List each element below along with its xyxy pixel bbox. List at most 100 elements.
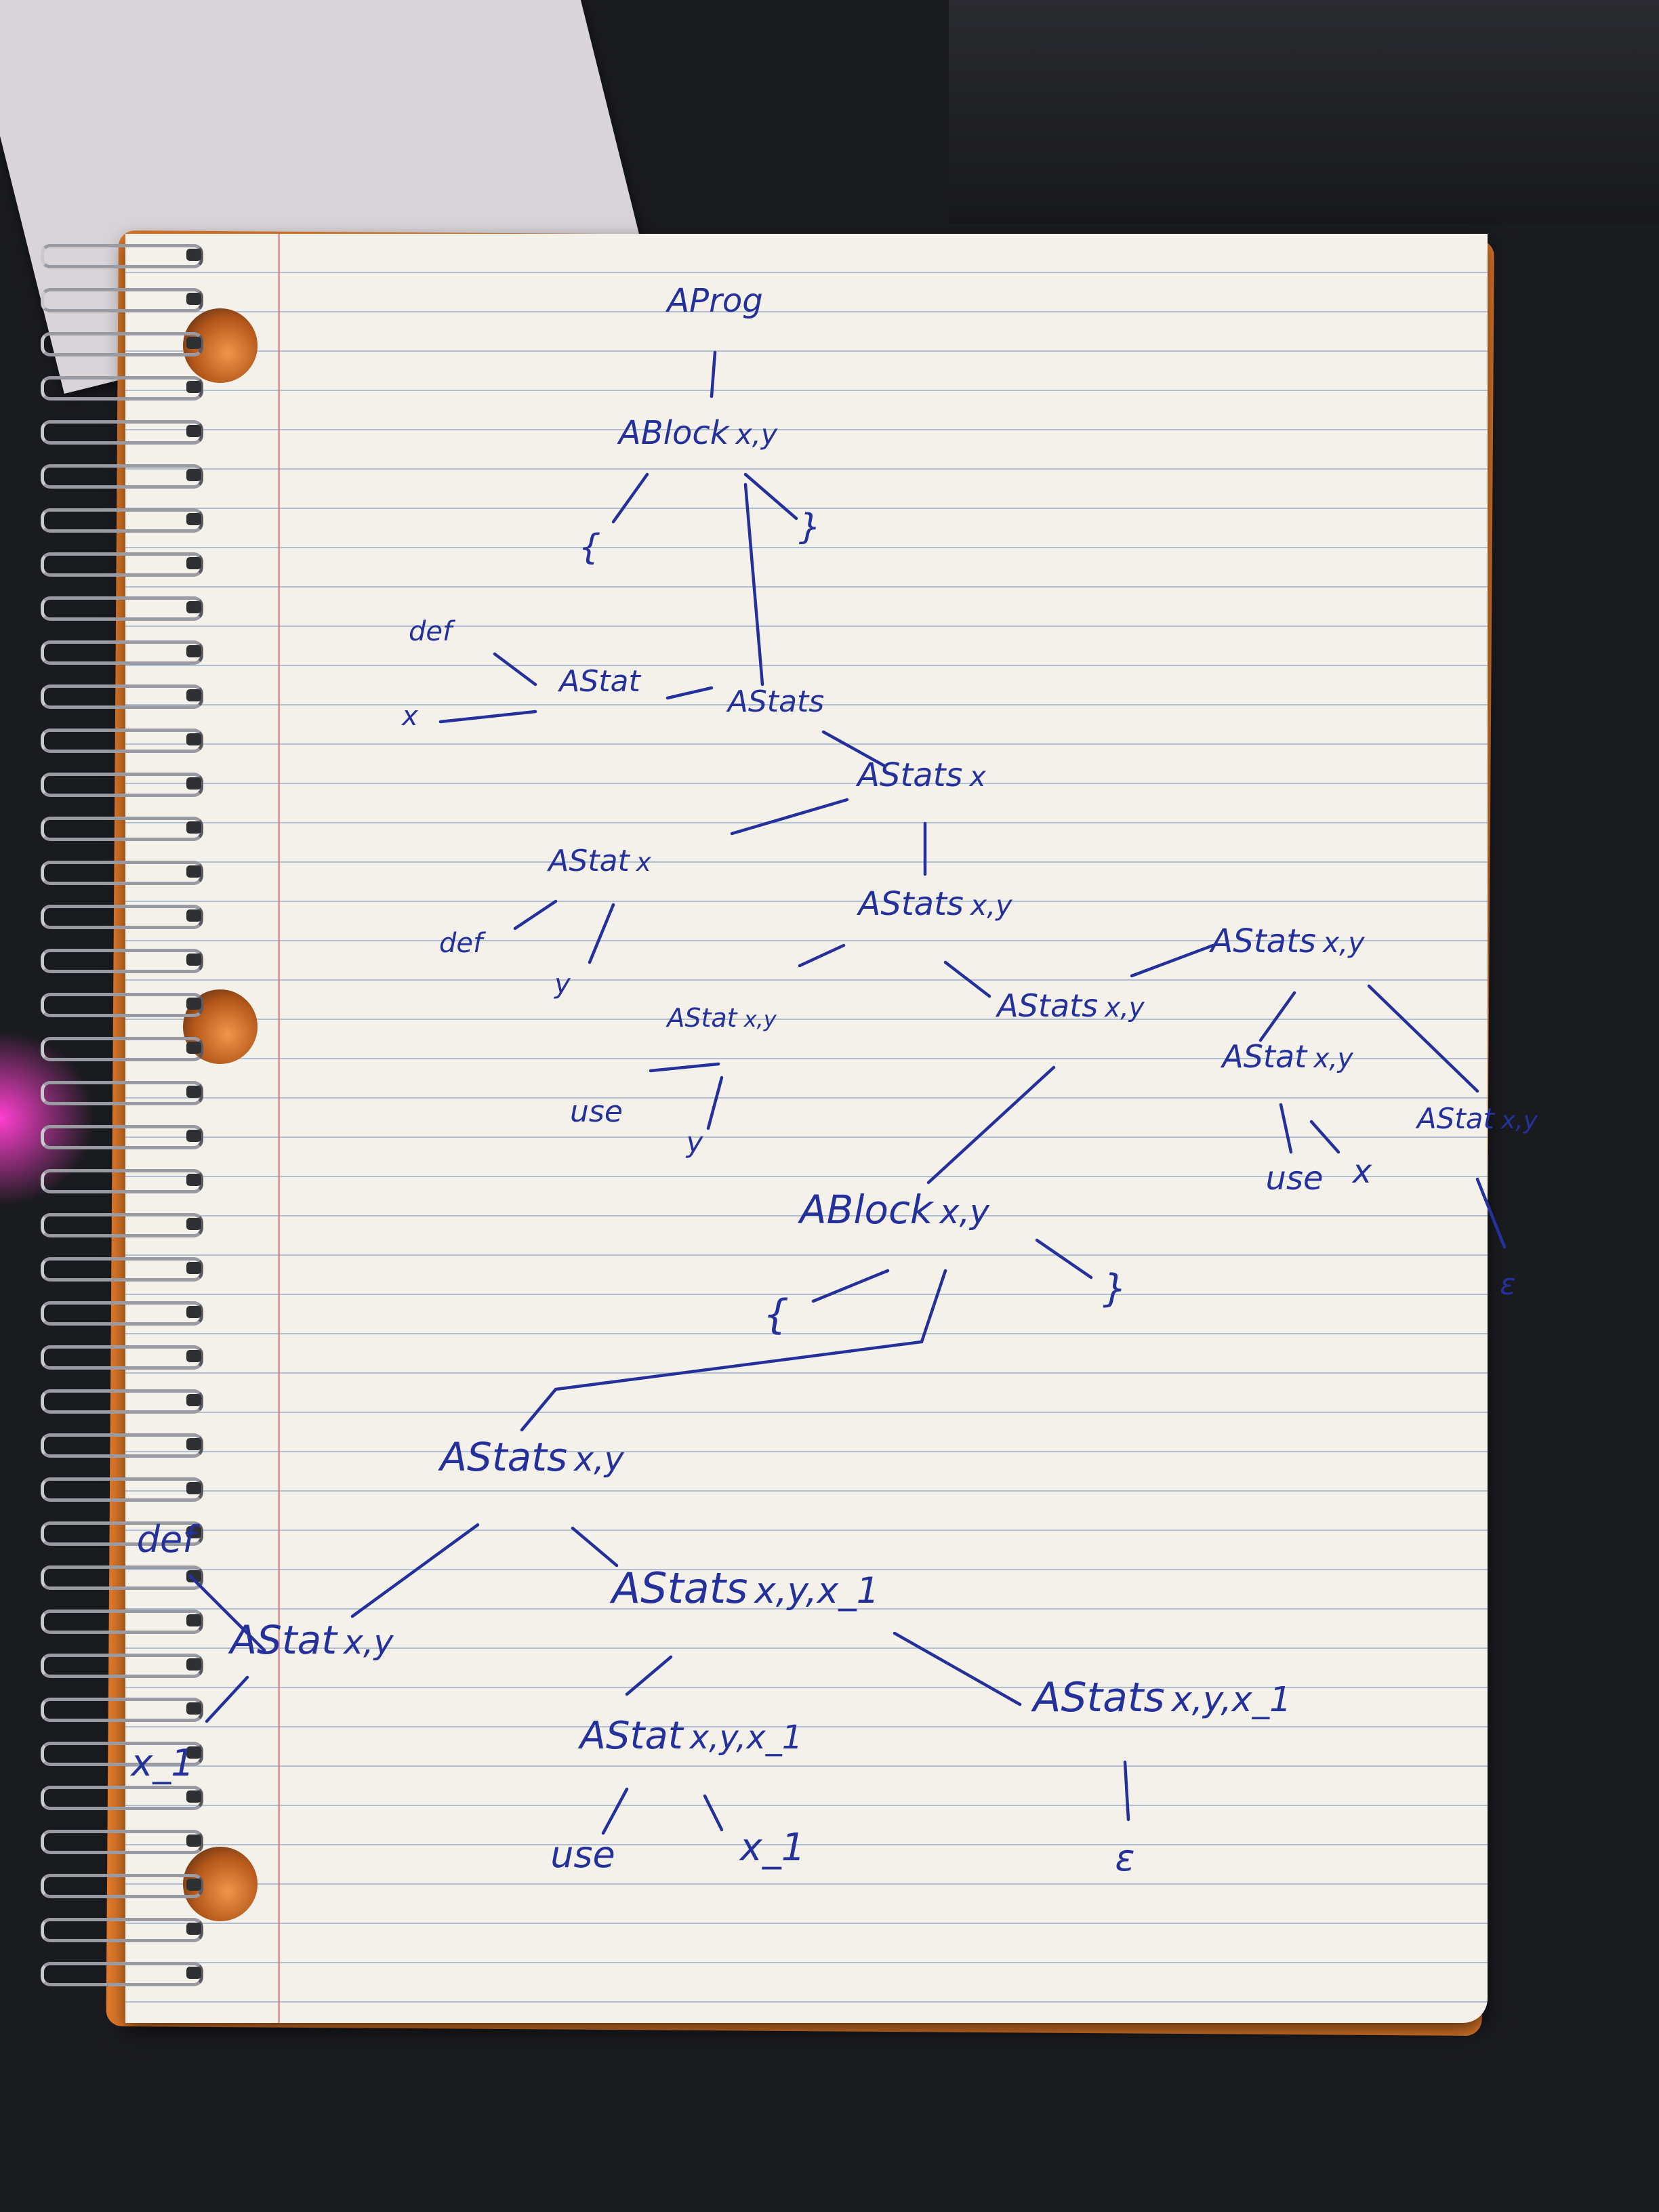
tree-node-label: y (554, 968, 571, 1000)
tree-node: { (578, 527, 600, 568)
tree-node-label: def (439, 928, 487, 959)
spiral-coil (41, 1962, 203, 1986)
tree-edge (513, 899, 558, 930)
coil-pin (186, 865, 201, 878)
tree-edge (493, 652, 537, 687)
tree-node-label: AStats (726, 684, 824, 719)
coil-pin (186, 293, 201, 305)
tree-node-scope: x,y (743, 1006, 777, 1032)
coil-pin (186, 998, 201, 1010)
tree-node: def (137, 1518, 201, 1561)
tree-edge (1035, 1238, 1093, 1279)
tree-node-label: AStats (1209, 922, 1316, 960)
coil-pin (186, 1262, 201, 1274)
tree-edge (710, 350, 717, 398)
spiral-coil (41, 817, 203, 841)
tree-node: use (550, 1833, 615, 1876)
spiral-coil (41, 1081, 203, 1105)
tree-edge (665, 686, 714, 700)
spiral-coil (41, 729, 203, 753)
tree-edge (1279, 1103, 1293, 1154)
spiral-coil (41, 332, 203, 356)
coil-pin (186, 1174, 201, 1186)
tree-node-label: x (1351, 1153, 1372, 1191)
tree-node-label: use (550, 1833, 615, 1876)
tree-edge (703, 1794, 724, 1832)
tree-node: } (798, 507, 821, 548)
tree-node: use (1266, 1160, 1324, 1197)
tree-node-scope: x,y (938, 1193, 990, 1231)
coil-pin (186, 1702, 201, 1715)
margin-line (278, 234, 280, 2023)
coil-pin (186, 1086, 201, 1098)
spiral-coil (41, 1874, 203, 1898)
tree-edge (438, 710, 537, 724)
tree-node-label: y (685, 1126, 704, 1159)
coil-pin (186, 1526, 201, 1538)
tree-node-label: { (763, 1291, 789, 1338)
coil-pin (186, 249, 201, 261)
coil-pin (186, 1042, 201, 1054)
coil-pin (186, 1306, 201, 1318)
tree-edge (1367, 984, 1479, 1093)
spiral-coil (41, 1610, 203, 1634)
spiral-coil (41, 464, 203, 489)
tree-node-label: } (1103, 1267, 1127, 1311)
tree-node-label: def (137, 1518, 201, 1561)
spiral-coil (41, 861, 203, 885)
tree-node-label: AStat (578, 1714, 684, 1758)
coil-pin (186, 645, 201, 657)
coil-pin (186, 1570, 201, 1582)
tree-edge (649, 1062, 720, 1073)
tree-edge (743, 472, 798, 520)
coil-pin (186, 469, 201, 481)
spiral-coil (41, 1830, 203, 1854)
tree-node-label: AStat (1415, 1102, 1496, 1135)
spiral-coil (41, 684, 203, 709)
tree-node-scope: x,y (1322, 926, 1365, 959)
coil-pin (186, 513, 201, 525)
spiral-coil (41, 993, 203, 1017)
tree-node: y (554, 968, 571, 1000)
coil-pin (186, 337, 201, 349)
spiral-coil (41, 1389, 203, 1414)
spiral-coil (41, 1654, 203, 1678)
spiral-coil (41, 1037, 203, 1061)
tree-edge (611, 472, 649, 524)
tree-edge (571, 1526, 619, 1568)
tree-node: AStat (557, 664, 641, 699)
coil-pin (186, 689, 201, 701)
spiral-coil (41, 1125, 203, 1149)
spiral-coil (41, 1742, 203, 1766)
tree-node-label: } (798, 507, 821, 548)
tree-edge (743, 483, 764, 687)
coil-pin (186, 1350, 201, 1362)
tree-node-label: ε (1115, 1837, 1134, 1879)
tree-node-label: AStats (1030, 1674, 1164, 1721)
tree-node-label: AStat (546, 844, 630, 878)
tree-edge (706, 1076, 724, 1130)
spiral-coil (41, 1169, 203, 1193)
coil-pin (186, 425, 201, 437)
coil-pin (186, 821, 201, 834)
spiral-coil (41, 1477, 203, 1502)
tree-node-scope: x (968, 760, 987, 793)
tree-node-scope: x,y (1500, 1107, 1538, 1134)
spiral-coil (41, 1521, 203, 1546)
tree-node-scope: x,y (1312, 1044, 1353, 1074)
spiral-coil (41, 1698, 203, 1722)
coil-pin (186, 1438, 201, 1450)
